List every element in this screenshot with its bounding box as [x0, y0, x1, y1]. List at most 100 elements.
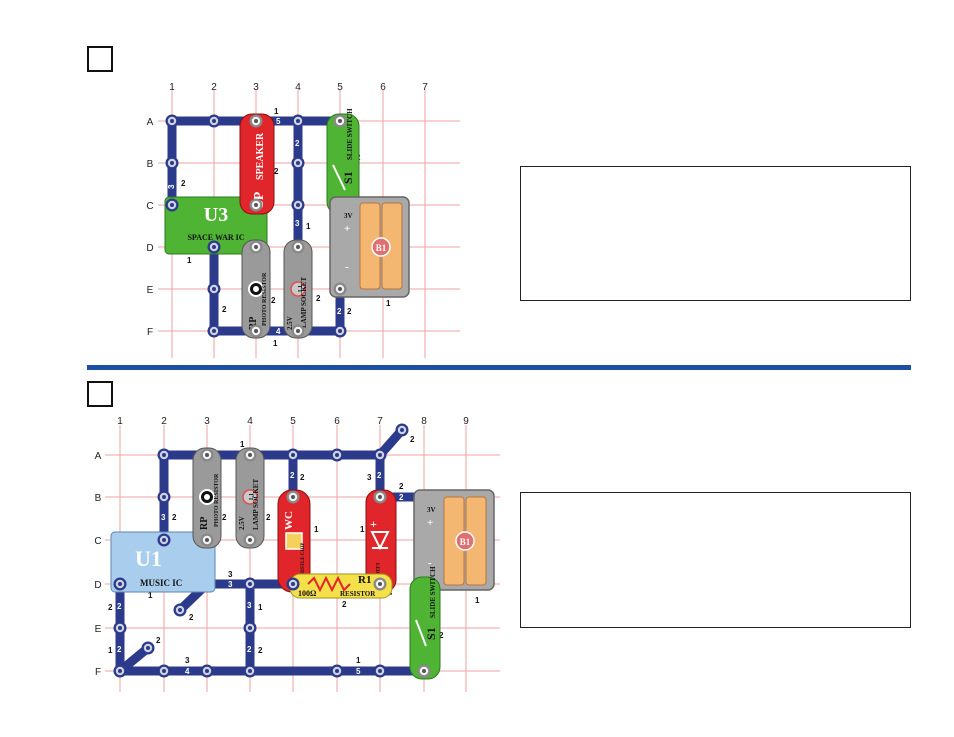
- row-label: C: [146, 201, 153, 212]
- u1-ic: [110, 531, 216, 593]
- col-label: 3: [204, 416, 210, 427]
- wire-label: 2: [247, 645, 252, 654]
- task-checkbox-1[interactable]: [87, 46, 113, 72]
- point-label: 2: [347, 307, 352, 316]
- battery-voltage: 3V: [344, 212, 353, 220]
- point-label: 2: [274, 167, 279, 176]
- slide-switch: [409, 576, 441, 680]
- point-label: 3: [185, 656, 190, 665]
- wire-label: 2: [295, 139, 300, 148]
- circuit-1: 1 2 3 4 5 6 7 A B C D E F 5 4 3 3 2 2 2: [146, 82, 460, 358]
- row-label: D: [146, 243, 153, 254]
- lamp-bulb: [290, 281, 306, 297]
- point-label: 2: [271, 296, 276, 305]
- point-label: 1: [240, 440, 245, 449]
- row-label: E: [95, 624, 102, 635]
- whistle-name: WHISTLE CHIP: [301, 543, 306, 580]
- point-label: 2: [189, 613, 194, 622]
- speaker-name: SPEAKER: [255, 132, 266, 180]
- col-label: 6: [334, 416, 340, 427]
- wire-label: 5: [356, 667, 361, 676]
- battery-voltage: 3V: [427, 506, 436, 514]
- point-label: 2: [266, 513, 271, 522]
- resistor-id: R1: [358, 574, 371, 586]
- wire-label: 3: [295, 219, 300, 228]
- resistor-name: RESISTOR: [340, 590, 376, 598]
- point-label: 2: [222, 513, 227, 522]
- wire-label: 4: [276, 327, 281, 336]
- battery-id: B1: [376, 243, 387, 253]
- battery-minus: -: [345, 261, 349, 273]
- led-symbol: [370, 531, 390, 551]
- wire-label: 2: [290, 471, 295, 480]
- point-label: 2: [156, 636, 161, 645]
- u3-id: U3: [204, 204, 228, 226]
- wire-label: 5: [276, 117, 281, 126]
- col-label: 8: [421, 416, 427, 427]
- row-label: F: [95, 667, 101, 678]
- battery-badge: [371, 237, 391, 257]
- led-plus: +: [370, 517, 377, 531]
- u1-id: U1: [135, 546, 162, 571]
- answer-box-2[interactable]: [520, 492, 911, 628]
- row-label: E: [147, 285, 154, 296]
- point-label: 1: [360, 525, 365, 534]
- col-label: 9: [463, 416, 469, 427]
- led-name: LED: [374, 563, 379, 574]
- col-label: 6: [380, 82, 386, 93]
- photo-name: PHOTO RESISTOR: [214, 473, 220, 527]
- wire-label: 2: [399, 493, 404, 502]
- point-label: 1: [273, 339, 278, 348]
- point-label: 2: [300, 473, 305, 482]
- point-label: 1: [274, 107, 279, 116]
- col-label: 1: [169, 82, 175, 93]
- point-label: 2: [342, 600, 347, 609]
- wire-label: 2: [377, 471, 382, 480]
- photo-id: RP: [199, 517, 210, 530]
- point-label: 2: [399, 482, 404, 491]
- wire-label: 3: [167, 184, 176, 189]
- row-label: F: [147, 327, 153, 338]
- point-label: 2: [258, 646, 263, 655]
- battery-badge: [455, 531, 475, 551]
- point-label: 1: [475, 596, 480, 605]
- resistor-value: 100Ω: [298, 589, 317, 598]
- switch-name: SLIDE SWITCH: [346, 108, 354, 160]
- wire-label: 3: [247, 601, 252, 610]
- col-label: 2: [161, 416, 167, 427]
- col-label: 4: [247, 416, 253, 427]
- point-label: 1: [306, 222, 311, 231]
- battery-minus: -: [428, 557, 432, 569]
- answer-box-1[interactable]: [520, 166, 911, 301]
- u1-name: MUSIC IC: [140, 578, 182, 588]
- wire-label: 2: [117, 602, 122, 611]
- col-label: 1: [117, 416, 123, 427]
- point-label: 1: [108, 646, 113, 655]
- circuit-2: 1 2 3 4 5 6 7 8 9 A B C D E F 6 5 4: [94, 416, 500, 692]
- col-label: 5: [337, 82, 343, 93]
- point-label: 1: [148, 591, 153, 600]
- point-label: 3: [367, 473, 372, 482]
- point-label: 2: [172, 513, 177, 522]
- col-label: 3: [253, 82, 259, 93]
- lamp-rating: 2.5V: [286, 316, 294, 330]
- point-label: 1: [187, 256, 192, 265]
- speaker: [239, 113, 275, 215]
- row-label: C: [94, 536, 101, 547]
- row-label: B: [95, 493, 102, 504]
- lamp-id: L1: [298, 285, 304, 292]
- u3-name: SPACE WAR IC: [187, 233, 244, 242]
- col-label: 7: [422, 82, 428, 93]
- switch-symbol: [332, 164, 346, 191]
- u3-ic: [164, 196, 268, 255]
- point-label: 1: [356, 656, 361, 665]
- row-label: B: [147, 159, 154, 170]
- section-divider: [87, 365, 911, 370]
- wire-label: 4: [185, 667, 190, 676]
- point-label: 2: [181, 179, 186, 188]
- resistor-symbol: [307, 575, 351, 593]
- point-label: 3: [228, 570, 233, 579]
- task-checkbox-2[interactable]: [87, 381, 113, 407]
- photo-id: RP: [248, 317, 259, 330]
